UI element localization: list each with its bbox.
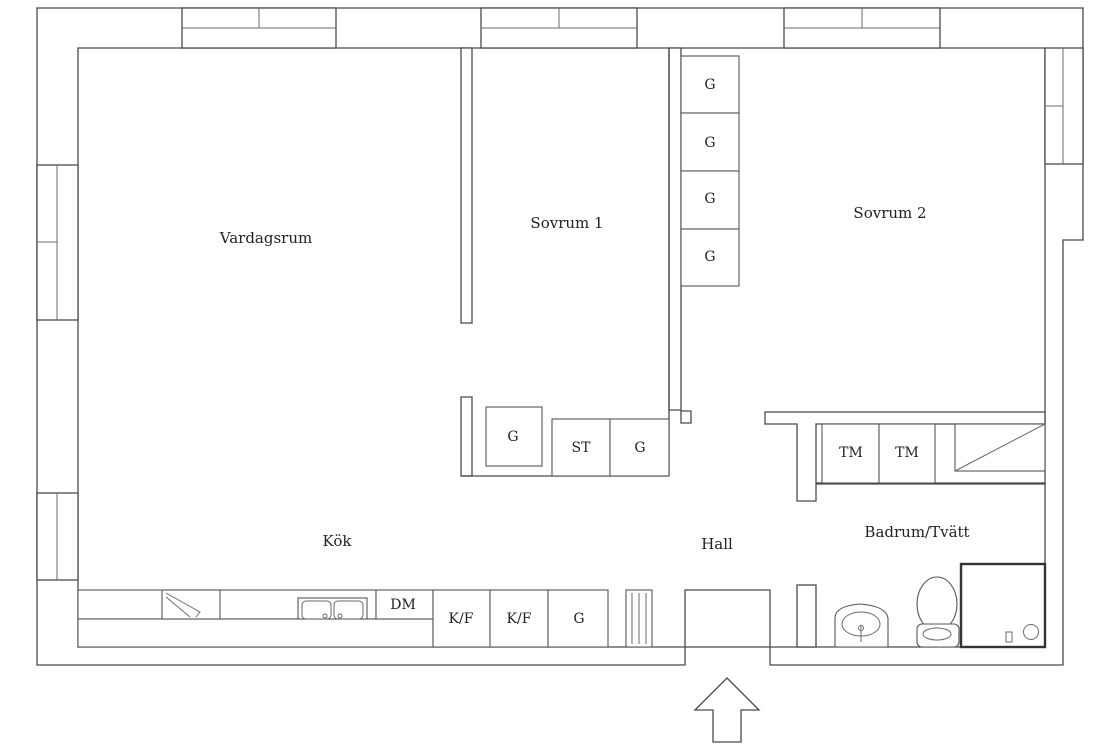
sink-icon xyxy=(297,597,368,620)
label-kitchen: Kök xyxy=(323,532,353,550)
label-fridge-freezer: K/F xyxy=(507,611,532,627)
window-left-1 xyxy=(36,164,79,321)
exterior-wall xyxy=(36,7,1084,666)
label-closet: ST xyxy=(572,440,592,456)
label-dishwasher: DM xyxy=(390,597,416,613)
label-bedroom-1: Sovrum 1 xyxy=(530,214,603,232)
label-wardrobe: G xyxy=(507,429,518,445)
shower-bench xyxy=(954,423,1046,472)
window-top-2 xyxy=(480,7,638,49)
kitchen-counter xyxy=(77,589,609,648)
window-right-1 xyxy=(1044,47,1084,165)
window-top-1 xyxy=(181,7,337,49)
label-wardrobe: G xyxy=(573,611,584,627)
label-bedroom-2: Sovrum 2 xyxy=(853,204,926,222)
shower-icon xyxy=(959,562,1047,649)
label-bathroom: Badrum/Tvätt xyxy=(864,523,969,541)
window-top-3 xyxy=(783,7,941,49)
washbasin-icon xyxy=(834,603,889,648)
label-living-room: Vardagsrum xyxy=(219,229,312,247)
wardrobe-box xyxy=(609,418,670,477)
window-left-2 xyxy=(36,492,79,581)
washer-box-2 xyxy=(878,423,936,484)
wardrobe-hall xyxy=(485,406,543,467)
label-wardrobe: G xyxy=(634,440,645,456)
label-wardrobe: G xyxy=(704,77,715,93)
label-wardrobe: G xyxy=(704,191,715,207)
label-washer: TM xyxy=(895,445,919,461)
stove-icon xyxy=(161,589,221,620)
label-wardrobe: G xyxy=(704,135,715,151)
entrance-arrow-icon xyxy=(693,677,761,743)
label-washer: TM xyxy=(839,445,863,461)
interior-walls xyxy=(460,47,1046,648)
toilet-icon xyxy=(916,576,960,648)
wardrobe-column xyxy=(680,55,740,287)
label-wardrobe: G xyxy=(704,249,715,265)
label-hall: Hall xyxy=(701,535,733,553)
label-fridge-freezer: K/F xyxy=(449,611,474,627)
radiator-icon xyxy=(625,589,653,648)
